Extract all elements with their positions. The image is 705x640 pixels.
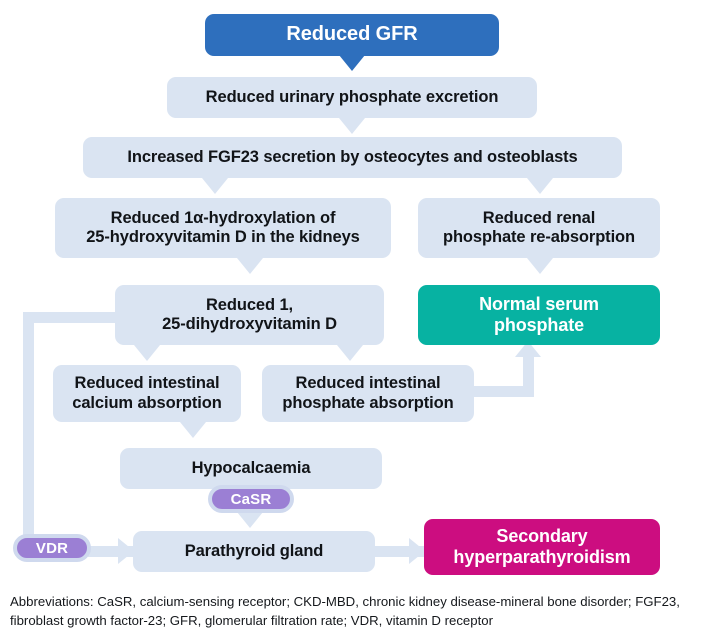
- receptor-vdr-badge[interactable]: VDR: [13, 534, 91, 562]
- arrow-reabsorption-to-normal-phosphate: [527, 258, 553, 274]
- arrow-vdr-to-parathyroid: [118, 538, 134, 564]
- node-reduced-urinary-phosphate-excretion[interactable]: Reduced urinary phosphate excretion: [167, 77, 537, 118]
- connector-phosphate-horizontal: [470, 386, 534, 397]
- node-secondary-hyperparathyroidism[interactable]: Secondary hyperparathyroidism: [424, 519, 660, 575]
- arrow-urinary-to-fgf23: [339, 118, 365, 134]
- arrow-fgf23-to-reabsorption: [527, 178, 553, 194]
- connector-vdr-vertical: [23, 312, 34, 555]
- connector-vdr-to-parathyroid: [88, 546, 138, 557]
- node-parathyroid-gland[interactable]: Parathyroid gland: [133, 531, 375, 572]
- arrow-dihydroxy-to-phosphate: [337, 345, 363, 361]
- node-reduced-renal-phosphate-reabsorption[interactable]: Reduced renal phosphate re-absorption: [418, 198, 660, 258]
- arrow-dihydroxy-to-calcium: [134, 345, 160, 361]
- node-reduced-intestinal-calcium-absorption[interactable]: Reduced intestinal calcium absorption: [53, 365, 241, 422]
- node-reduced-1-25-dihydroxyvitamin-d[interactable]: Reduced 1, 25-dihydroxyvitamin D: [115, 285, 384, 345]
- arrow-calcium-to-hypocalcaemia: [180, 422, 206, 438]
- connector-parathyroid-to-secondary: [374, 546, 426, 557]
- connector-phosphate-vertical: [523, 357, 534, 397]
- arrow-fgf23-to-hydroxylation: [202, 178, 228, 194]
- arrow-casr-to-parathyroid: [237, 512, 263, 528]
- node-reduced-1alpha-hydroxylation[interactable]: Reduced 1α-hydroxylation of 25-hydroxyvi…: [55, 198, 391, 258]
- arrow-gfr-to-urinary: [339, 55, 365, 71]
- connector-vdr-horizontal: [23, 312, 120, 323]
- abbreviations-footnote: Abbreviations: CaSR, calcium-sensing rec…: [10, 594, 680, 629]
- node-normal-serum-phosphate[interactable]: Normal serum phosphate: [418, 285, 660, 345]
- arrow-phosphate-up-to-normal: [515, 341, 541, 357]
- node-increased-fgf23-secretion[interactable]: Increased FGF23 secretion by osteocytes …: [83, 137, 622, 178]
- node-reduced-intestinal-phosphate-absorption[interactable]: Reduced intestinal phosphate absorption: [262, 365, 474, 422]
- node-hypocalcaemia[interactable]: Hypocalcaemia: [120, 448, 382, 489]
- node-reduced-gfr[interactable]: Reduced GFR: [205, 14, 499, 56]
- arrow-hydroxylation-to-dihydroxy: [237, 258, 263, 274]
- arrow-parathyroid-to-secondary: [409, 538, 425, 564]
- receptor-casr-badge[interactable]: CaSR: [208, 485, 294, 513]
